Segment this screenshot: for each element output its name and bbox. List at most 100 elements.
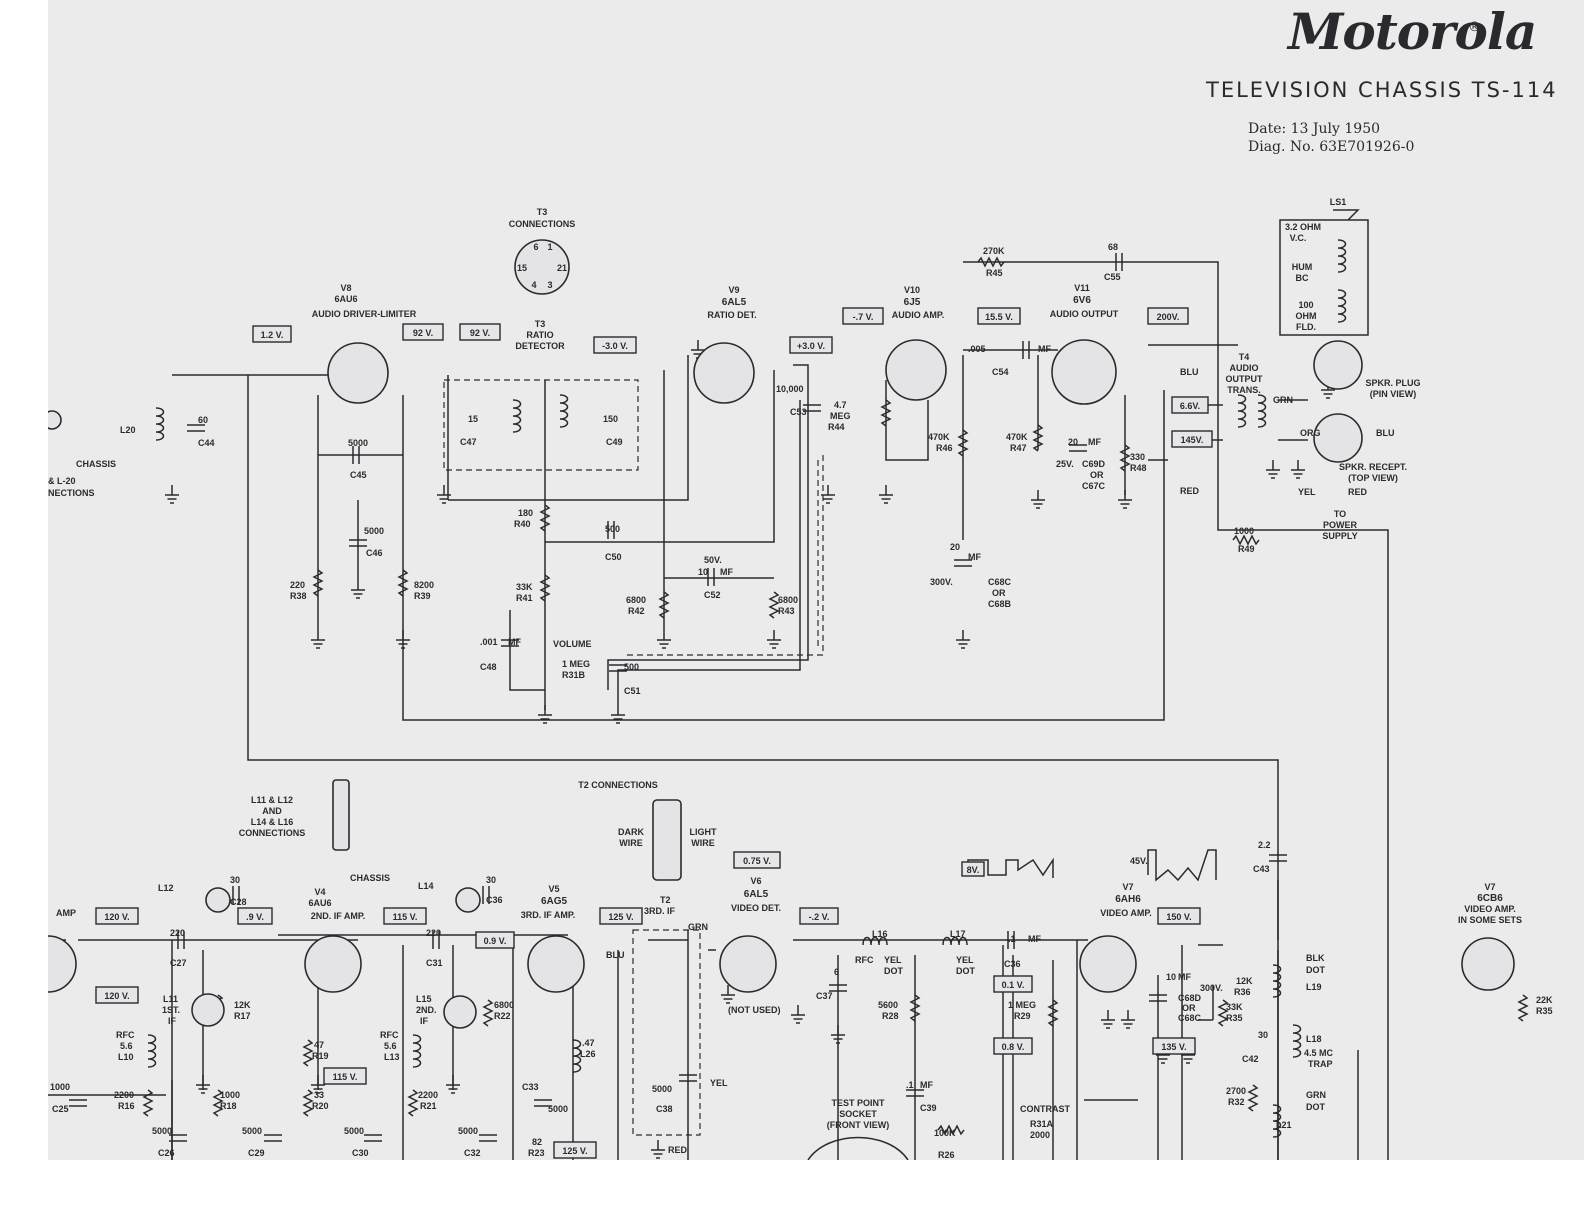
voltage-value: -3.0 V.	[602, 341, 628, 351]
voltage-box-v10-grid: -.7 V.	[842, 307, 884, 325]
c51-ref: C51	[624, 686, 641, 696]
voltage-value: .9 V.	[246, 912, 264, 922]
speaker-outline	[1279, 209, 1369, 336]
speaker-plug-symbol	[1313, 340, 1363, 390]
pin: 21	[557, 263, 567, 273]
l16-dot: DOT	[884, 966, 904, 976]
voltage-value: 125 V.	[608, 912, 633, 922]
v6-tube-symbol	[719, 935, 777, 993]
c52-unit: MF	[720, 567, 733, 577]
r16-ref: R16	[118, 1101, 135, 1111]
r18-value: 1000	[220, 1090, 240, 1100]
tube-ref: V9	[728, 285, 739, 295]
r39-value: 8200	[414, 580, 434, 590]
not-used-label: (NOT USED)	[728, 1005, 781, 1015]
r45-value: 270K	[983, 246, 1005, 256]
c68b-value: 10	[1166, 972, 1176, 982]
c33-ref: C33	[522, 1082, 539, 1092]
c28-ref: C28	[230, 897, 247, 907]
voltage-box-v7-grid: 0.1 V.	[993, 975, 1033, 993]
r26-value: 100K	[934, 1128, 956, 1138]
v4-label: V4 6AU6 2ND. IF AMP.	[308, 887, 365, 921]
c55-value: 68	[1108, 242, 1118, 252]
l11-stage: 1ST.	[162, 1005, 180, 1015]
c48-unit: MF	[508, 637, 521, 647]
motorola-logo: Motorola	[1288, 2, 1537, 61]
waveform-value: 8V.	[967, 865, 980, 875]
label-line: WIRE	[619, 838, 643, 848]
c68b-alt: C68C	[1178, 1013, 1202, 1023]
schematic-sheet: Motorola ® TELEVISION CHASSIS TS-114 Dat…	[48, 0, 1584, 1160]
volume-value: 1 MEG	[562, 659, 590, 669]
r44-ref: R44	[828, 422, 845, 432]
l13-value: 5.6	[384, 1041, 397, 1051]
wire-color: YEL	[710, 1078, 728, 1088]
component-labels: L20 60 C44 15 C47 150 C49 5000 C45 5000 …	[50, 242, 1553, 1160]
chassis-label: CHASSIS	[350, 873, 390, 883]
r18-ref: R18	[220, 1101, 237, 1111]
wire-color: GRN	[1273, 395, 1293, 405]
c36b-unit: MF	[1028, 934, 1041, 944]
registered-mark: ®	[1468, 20, 1481, 35]
tube-function: 3RD. IF AMP.	[521, 910, 576, 920]
l19-dot: DOT	[1306, 965, 1326, 975]
c42-ref: C42	[1242, 1054, 1259, 1064]
v7-tube-symbol	[1079, 935, 1137, 993]
l21-ref: L21	[1276, 1120, 1292, 1130]
label-line: L14 & L16	[251, 817, 294, 827]
voltage-box-v7-plate: 150 V.	[1157, 907, 1201, 925]
r21-ref: R21	[420, 1101, 437, 1111]
r49-ref: R49	[1238, 544, 1255, 554]
voltage-box-v5-grid: 0.9 V.	[475, 931, 515, 949]
l20-connections-label: CHASSIS & L-20 NECTIONS	[48, 459, 116, 498]
c31-value: 220	[426, 928, 441, 938]
r22-value: 6800	[494, 1000, 514, 1010]
voltage-value: 200V.	[1157, 312, 1180, 322]
c68-voltage: 300V.	[930, 577, 953, 587]
l11-connections-symbol	[332, 779, 350, 851]
r47-ref: R47	[1010, 443, 1027, 453]
voltage-value: 0.1 V.	[1002, 980, 1025, 990]
r41-value: 33K	[516, 582, 533, 592]
contrast-ref: R31A	[1030, 1119, 1054, 1129]
r40-value: 180	[518, 508, 533, 518]
c49-value: 150	[603, 414, 618, 424]
c37-value: 6	[834, 967, 839, 977]
l15-stage: 2ND.	[416, 1005, 437, 1015]
tube-function: VIDEO AMP.	[1464, 904, 1516, 914]
tube-function: VIDEO DET.	[731, 903, 781, 913]
c29-value: 5000	[242, 1126, 262, 1136]
label-line: (TOP VIEW)	[1348, 473, 1398, 483]
t2-wire-labels: DARK WIRE LIGHT WIRE	[618, 827, 717, 848]
wire-color: ORG	[1300, 428, 1321, 438]
voltage-value: 115 V.	[393, 912, 418, 922]
r20-value: 33	[314, 1090, 324, 1100]
tube-note: IN SOME SETS	[1458, 915, 1522, 925]
c25-value: 1000	[50, 1082, 70, 1092]
voltage-box-v8-plate: 92 V.	[402, 323, 444, 341]
r42-ref: R42	[628, 606, 645, 616]
c44-value: 60	[198, 415, 208, 425]
tube-ref: V10	[904, 285, 920, 295]
tube-function: 2ND. IF AMP.	[311, 911, 366, 921]
wire-color: YEL	[1298, 487, 1316, 497]
power-supply-label: TO POWER SUPPLY	[1322, 509, 1357, 541]
v7-label: V7 6AH6 VIDEO AMP.	[1100, 882, 1152, 918]
label-line: CHASSIS	[76, 459, 116, 469]
r49-value: 1000	[1234, 526, 1254, 536]
voltage-box-v11-screen: 145V.	[1171, 430, 1213, 448]
label-line: TEST POINT	[831, 1098, 885, 1108]
c51-value: 500	[624, 662, 639, 672]
l17-ref: L17	[950, 929, 966, 939]
label-line: POWER	[1323, 520, 1358, 530]
c68-or: OR	[992, 588, 1006, 598]
c69-or: OR	[1090, 470, 1104, 480]
tube-ref: V6	[750, 876, 761, 886]
l13-ref: L13	[384, 1052, 400, 1062]
t3-detector-label: T3 RATIO DETECTOR	[515, 319, 565, 351]
label-line: DARK	[618, 827, 644, 837]
l15-coil-symbol	[443, 995, 477, 1029]
pin: 15	[517, 263, 527, 273]
voltage-value: 125 V.	[562, 1146, 587, 1156]
voltage-box-v6-cathode: -.2 V.	[799, 907, 839, 925]
